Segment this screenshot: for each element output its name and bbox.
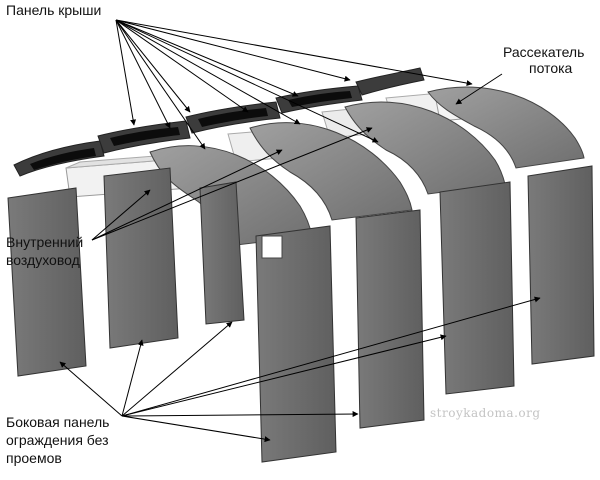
side-panel-7 <box>527 165 595 365</box>
roof-glass-4 <box>288 91 352 107</box>
roof-leader <box>115 19 249 113</box>
side-panel-3 <box>199 181 245 325</box>
roof-panel-label: Панель крыши <box>6 2 102 18</box>
side-panel-1 <box>7 187 87 377</box>
roof-leader <box>115 19 301 125</box>
side-panel-label-line1: Боковая панель <box>6 414 110 430</box>
watermark: stroykadoma.org <box>430 406 541 420</box>
side-leader <box>121 415 271 443</box>
duct-leaders <box>91 127 373 241</box>
duct-leader <box>91 149 283 241</box>
roof-leader <box>115 19 379 143</box>
roof-strip-5 <box>355 67 425 96</box>
roof-leader <box>115 19 206 150</box>
side-panel-4 <box>255 225 337 463</box>
arch-3 <box>344 101 506 195</box>
flow-leader <box>455 73 503 105</box>
side-panel-leaders <box>59 296 541 443</box>
side-panel-6 <box>439 181 515 395</box>
flow-divider-leader <box>455 73 503 105</box>
arch-2 <box>249 122 413 221</box>
roof-glass-3 <box>198 108 268 127</box>
roof-leader <box>115 19 191 113</box>
side-panel-label-line3: проемов <box>6 450 62 466</box>
roof-glass-1 <box>30 148 96 170</box>
inner-duct-label-line1: Внутренний <box>6 234 84 250</box>
arch-4 <box>427 86 585 169</box>
roof-leader <box>115 19 171 129</box>
side-leader <box>121 411 359 418</box>
side-panel-2 <box>103 167 179 349</box>
roof-panel-leaders <box>115 19 473 150</box>
duct-leader <box>91 189 151 241</box>
side-leader <box>121 296 541 417</box>
inner-duct-label-line2: воздуховод <box>6 252 80 268</box>
side-panel-4-notch <box>261 235 283 259</box>
flow-divider-label-line1: Рассекатель <box>503 44 585 60</box>
roof-panels <box>13 67 425 177</box>
roof-leader <box>115 19 351 82</box>
side-leader <box>121 334 447 417</box>
flow-divider-label-line2: потока <box>529 60 573 76</box>
side-leader <box>121 321 233 417</box>
duct-leader <box>91 127 373 241</box>
side-leader <box>121 339 144 417</box>
side-panel-5 <box>355 209 425 429</box>
roof-leader <box>115 19 299 97</box>
roof-leader <box>115 19 473 86</box>
roof-leader <box>115 19 137 126</box>
side-leader <box>59 361 123 417</box>
side-panel-label-line2: ограждения без <box>6 432 109 448</box>
roof-glass-2 <box>110 127 180 146</box>
